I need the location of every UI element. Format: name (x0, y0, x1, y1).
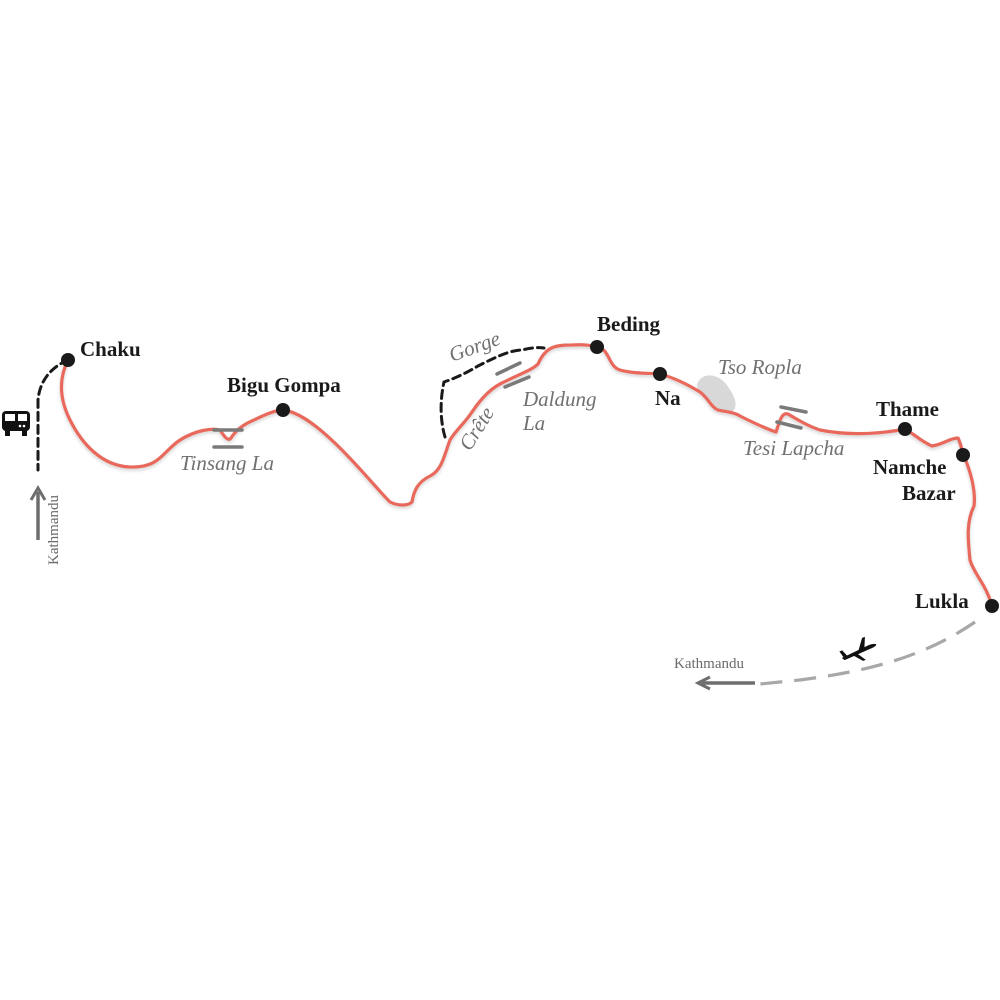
lake-label-tso-ropla: Tso Ropla (718, 355, 802, 379)
pass-marker-tesi-lapcha (775, 420, 803, 430)
pass-marker-daldung-la (503, 375, 531, 389)
kathmandu-label-start: Kathmandu (46, 495, 62, 565)
town-label-na: Na (655, 386, 681, 410)
bus-icon (2, 411, 30, 436)
pass-label-daldung-line2: La (522, 411, 545, 435)
pass-marker-tesi-lapcha (779, 405, 808, 414)
town-label-bazar: Bazar (902, 481, 956, 505)
town-dot-lukla (985, 599, 999, 613)
town-dot-chaku (61, 353, 75, 367)
arrow-to-kathmandu (694, 675, 755, 691)
town-label-chaku: Chaku (80, 337, 141, 361)
town-dot-na (653, 367, 667, 381)
plane-icon (839, 636, 877, 661)
town-label-bigu-gompa: Bigu Gompa (227, 373, 341, 397)
pass-label-daldung-line1: Daldung (522, 387, 597, 411)
lake-tso-ropla (697, 375, 736, 413)
town-label-thame: Thame (876, 397, 939, 421)
town-label-beding: Beding (597, 312, 661, 336)
pass-label-tinsang-la: Tinsang La (180, 451, 274, 475)
town-dot-beding (590, 340, 604, 354)
flight-route (759, 620, 976, 686)
pass-label-tesi-lapcha: Tesi Lapcha (743, 436, 844, 460)
town-label-lukla: Lukla (915, 589, 969, 613)
kathmandu-label-end: Kathmandu (674, 656, 744, 672)
town-dot-namche-bazar (956, 448, 970, 462)
pass-marker-daldung-la (495, 361, 522, 376)
trek-route (59, 343, 994, 608)
gorge-variant-route (439, 346, 546, 439)
arrow-from-kathmandu (29, 485, 47, 540)
town-dot-thame (898, 422, 912, 436)
town-dot-bigu-gompa (276, 403, 290, 417)
town-label-namche: Namche (873, 455, 946, 479)
variant-label-gorge: Gorge (446, 326, 504, 367)
